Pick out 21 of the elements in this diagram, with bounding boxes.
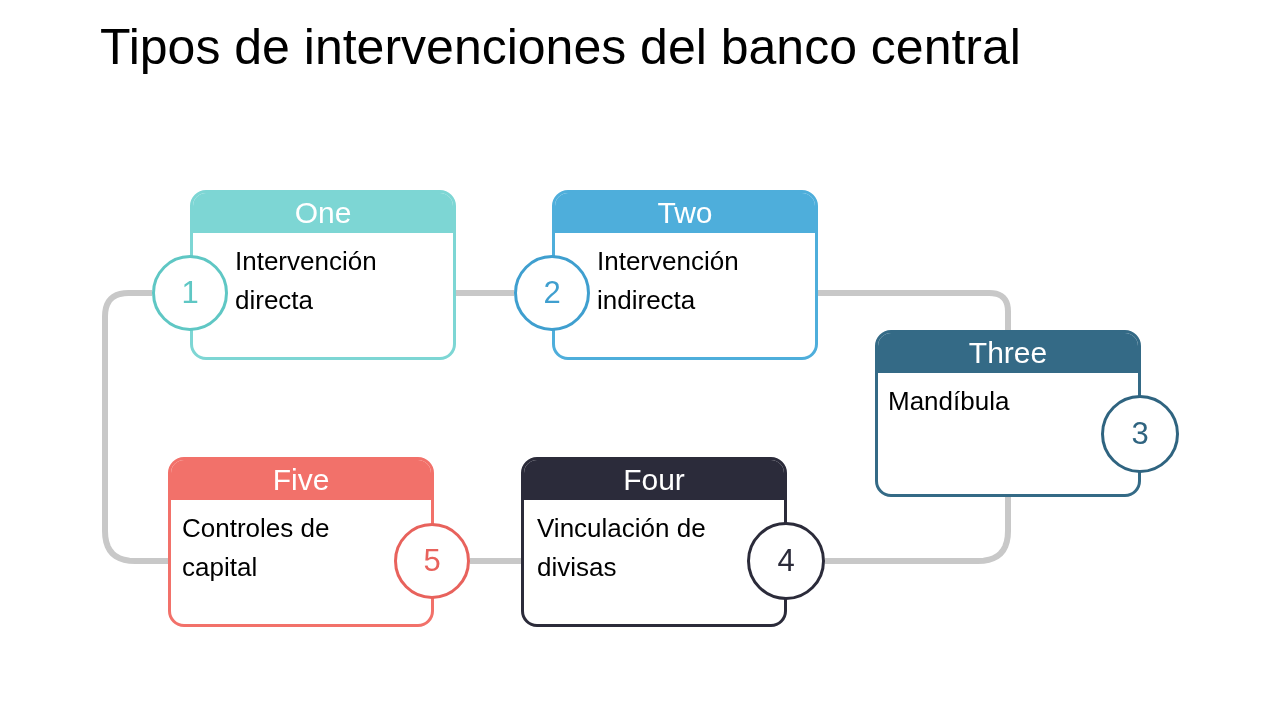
step-number-circle: 1	[152, 255, 228, 331]
connector-line	[818, 290, 1011, 330]
step-number-circle: 4	[747, 522, 825, 600]
connector-line	[470, 558, 521, 564]
step-number-circle: 5	[394, 523, 470, 599]
step-number-circle: 3	[1101, 395, 1179, 473]
card-text: Controles de capital	[182, 512, 331, 584]
card-header: Five	[171, 460, 431, 500]
card-header: Four	[524, 460, 784, 500]
card-header: One	[193, 193, 453, 233]
card-header: Two	[555, 193, 815, 233]
connector-line	[102, 290, 168, 564]
card-text: Intervención directa	[235, 245, 378, 317]
card-header: Three	[878, 333, 1138, 373]
card-text: Vinculación de divisas	[537, 512, 707, 584]
connector-line	[825, 497, 1011, 564]
card-text: Mandíbula	[888, 385, 1011, 418]
step-number-circle: 2	[514, 255, 590, 331]
connector-line	[456, 290, 514, 296]
diagram-title: Tipos de intervenciones del banco central	[100, 18, 1021, 76]
card-text: Intervención indirecta	[597, 245, 740, 317]
